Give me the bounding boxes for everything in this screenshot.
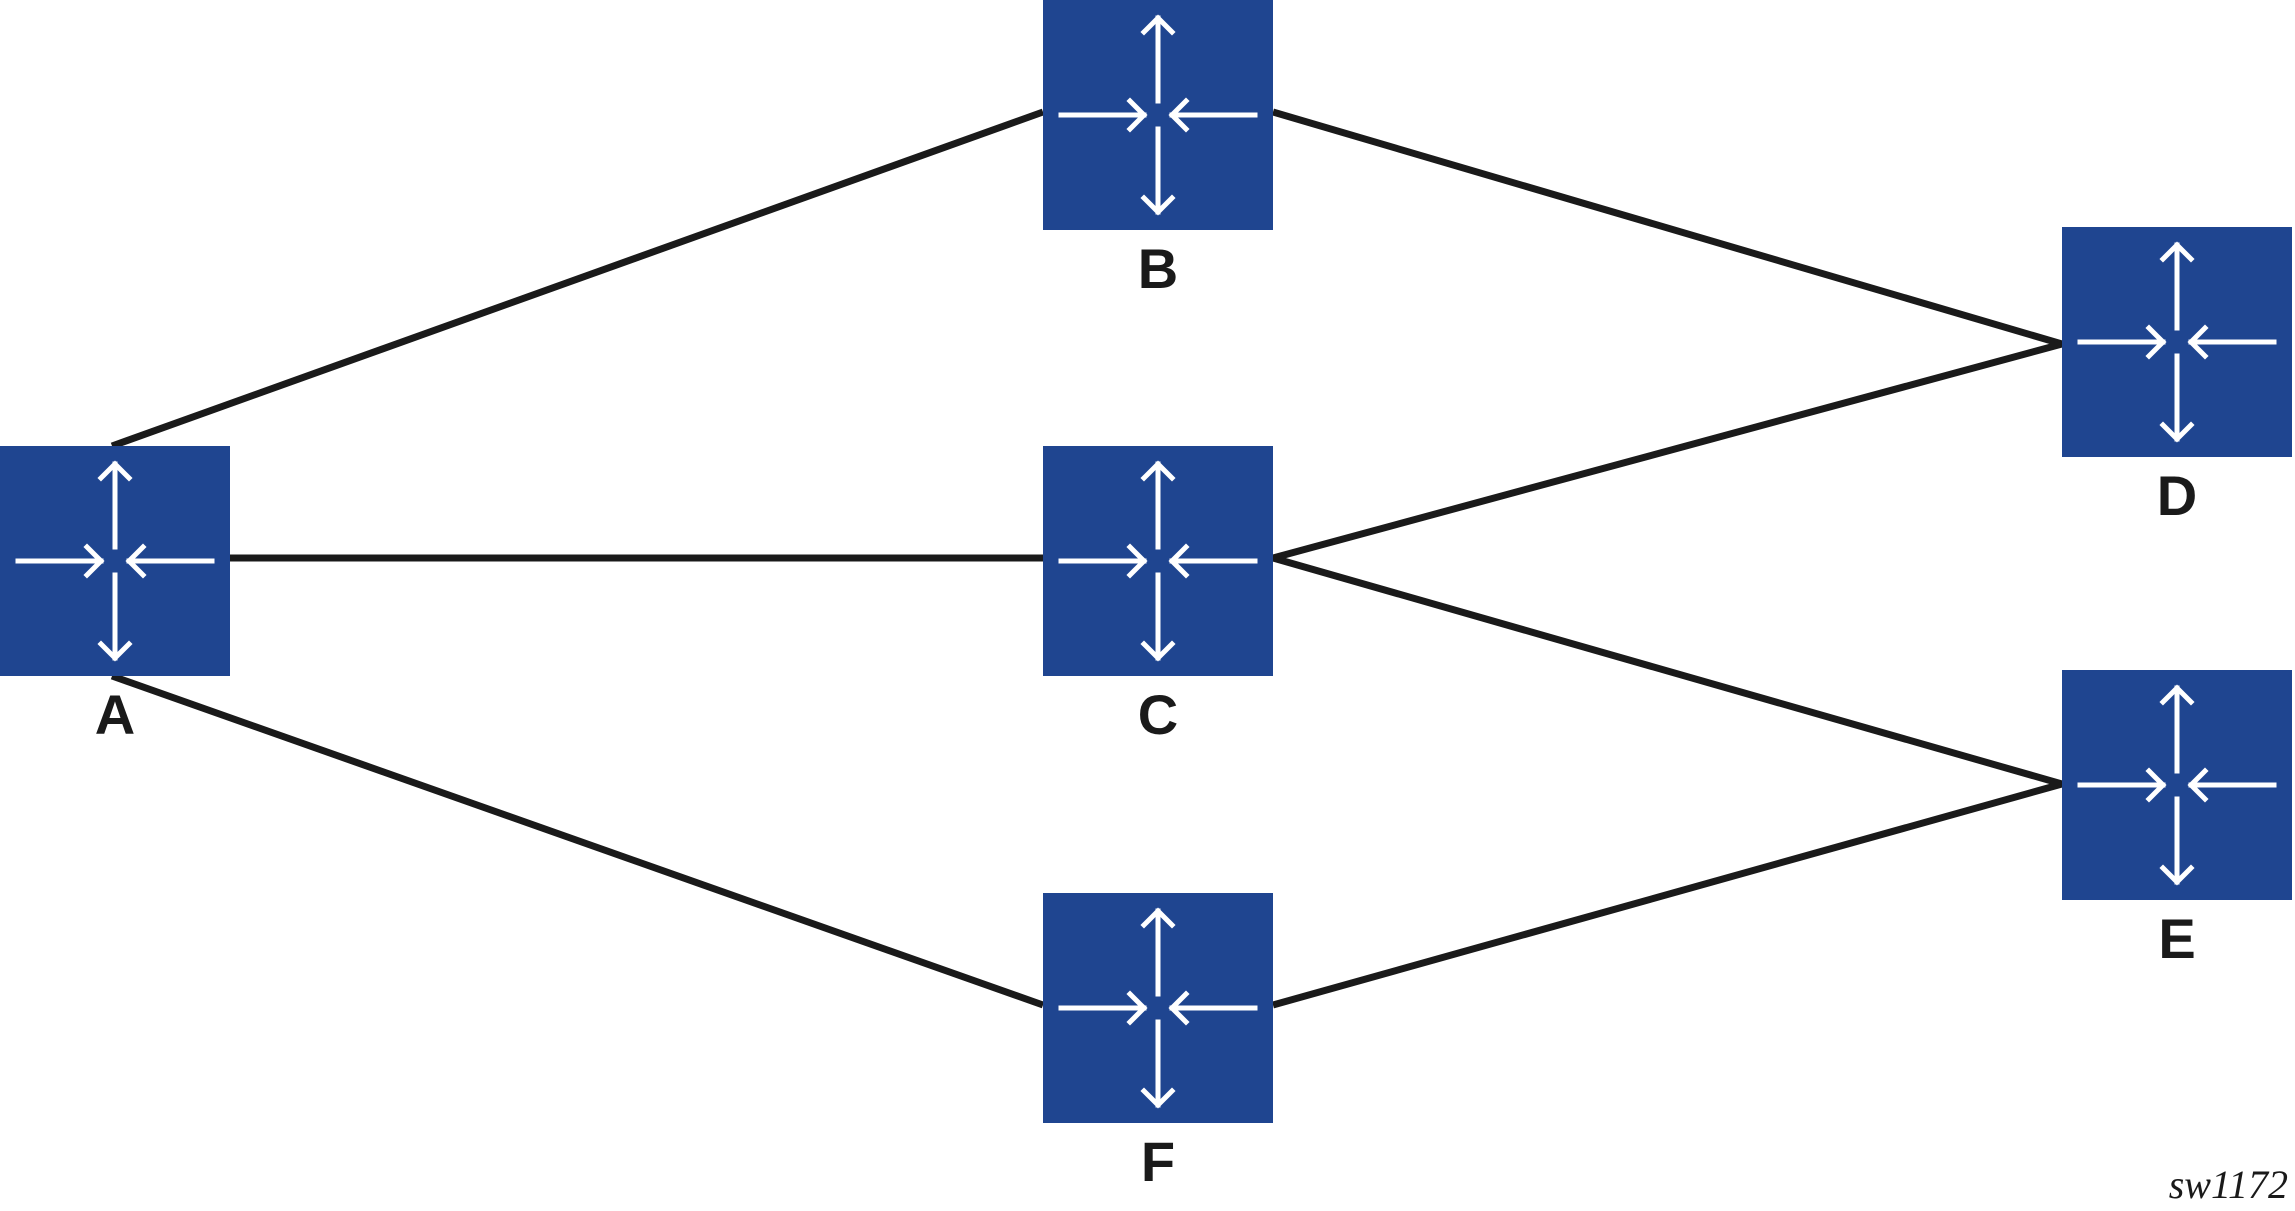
node-f: F	[1043, 893, 1273, 1193]
node-a: A	[0, 446, 230, 746]
node-e: E	[2062, 670, 2292, 970]
router-icon	[1058, 460, 1258, 662]
router-icon	[2077, 241, 2277, 443]
node-d: D	[2062, 227, 2292, 527]
router-icon	[1058, 14, 1258, 216]
node-label: B	[1138, 237, 1178, 300]
link-c-e	[1272, 554, 2063, 788]
link-a-f	[110, 672, 1045, 1009]
link-a-b	[110, 108, 1045, 450]
node-label: C	[1138, 683, 1178, 746]
node-c: C	[1043, 446, 1273, 746]
links-layer	[110, 108, 2063, 1009]
link-b-d	[1272, 108, 2063, 348]
router-icon	[1058, 907, 1258, 1109]
node-label: A	[95, 683, 135, 746]
node-label: F	[1141, 1130, 1175, 1193]
link-f-e	[1272, 780, 2063, 1009]
node-b: B	[1043, 0, 1273, 300]
link-c-d	[1272, 340, 2063, 562]
node-label: E	[2158, 907, 2195, 970]
figure-id: sw1172	[2169, 1162, 2288, 1207]
router-icon	[15, 460, 215, 662]
node-label: D	[2157, 464, 2197, 527]
router-icon	[2077, 684, 2277, 886]
